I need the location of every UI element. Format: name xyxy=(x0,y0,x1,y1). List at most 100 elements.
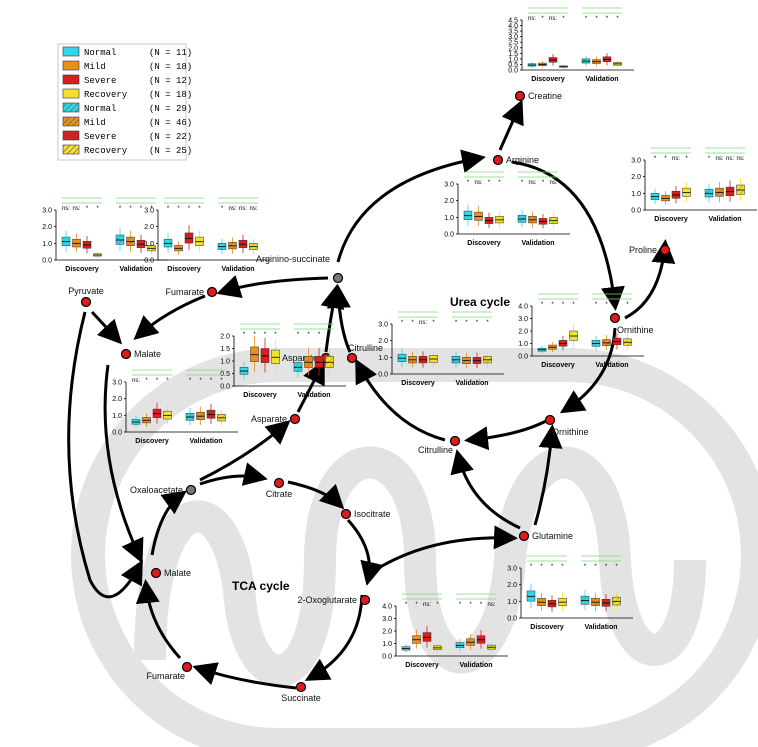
node-marker xyxy=(152,569,161,578)
y-tick-label: 2.0 xyxy=(378,338,388,345)
group-label: Discovery xyxy=(531,76,565,83)
significance-mark: * xyxy=(541,302,544,308)
legend-label: Recovery xyxy=(84,90,128,100)
significance-mark: * xyxy=(595,16,598,22)
legend-count: (N = 12) xyxy=(149,76,192,86)
group-label: Validation xyxy=(521,240,554,247)
node-marker xyxy=(297,683,306,692)
y-tick-label: 0.0 xyxy=(444,232,454,239)
significance-mark: * xyxy=(584,564,587,570)
y-tick-label: 2.0 xyxy=(631,174,641,181)
significance-mark: * xyxy=(401,320,404,326)
significance-mark: ns: xyxy=(726,156,734,162)
significance-mark: * xyxy=(96,206,99,212)
node-label: Fumarate xyxy=(165,287,204,297)
group-label: Discovery xyxy=(654,216,688,223)
significance-mark: * xyxy=(253,332,256,338)
y-tick-label: 3.0 xyxy=(112,380,122,387)
y-tick-label: 0.0 xyxy=(220,384,230,391)
legend-swatch xyxy=(63,47,79,56)
significance-mark: ns: xyxy=(132,378,140,384)
legend-hatch xyxy=(63,117,79,126)
legend-hatch xyxy=(63,131,79,140)
significance-mark: ns: xyxy=(423,602,431,608)
significance-mark: ns: xyxy=(549,16,557,22)
y-tick-label: 4.0 xyxy=(382,604,392,611)
node-marker xyxy=(122,350,131,359)
legend-count: (N = 46) xyxy=(149,118,192,128)
node-pyruvate: Pyruvate xyxy=(68,286,104,307)
y-tick-label: 0.0 xyxy=(112,430,122,437)
arrow-fumarate-to-malate xyxy=(138,296,205,336)
y-tick-label: 0.0 xyxy=(144,258,154,265)
mitochondrion-shape xyxy=(88,365,758,745)
y-tick-label: 1.0 xyxy=(378,355,388,362)
group-label: Discovery xyxy=(243,392,277,399)
y-tick-label: 1.0 xyxy=(518,341,528,348)
significance-mark: * xyxy=(486,320,489,326)
significance-mark: * xyxy=(654,156,657,162)
legend-label: Normal xyxy=(84,48,116,58)
group-label: Validation xyxy=(595,362,628,369)
y-tick-label: 2.0 xyxy=(220,334,230,341)
node-oxoglutarate: 2-Oxoglutarate xyxy=(297,595,369,605)
node-marker xyxy=(661,246,670,255)
y-tick-label: 1.0 xyxy=(507,599,517,606)
legend-hatch xyxy=(63,145,79,154)
node-label: 2-Oxoglutarate xyxy=(297,595,357,605)
significance-mark: * xyxy=(467,180,470,186)
significance-mark: * xyxy=(551,302,554,308)
y-tick-label: 0.0 xyxy=(518,354,528,361)
arrow-ornithine-mito-to-citrulline xyxy=(470,420,548,440)
group-label: Validation xyxy=(119,266,152,273)
arrow-arginine-to-ornithine xyxy=(512,162,615,305)
node-label: Creatine xyxy=(528,91,562,101)
significance-mark: * xyxy=(264,332,267,338)
group-label: Discovery xyxy=(65,266,99,273)
boxplot-arginine: 0.01.02.03.0*ns:**Discovery*ns:*ns:Valid… xyxy=(444,172,570,247)
group-label: Discovery xyxy=(135,438,169,445)
node-marker xyxy=(611,314,620,323)
significance-mark: * xyxy=(469,602,472,608)
significance-mark: * xyxy=(562,302,565,308)
legend-hatch xyxy=(63,103,79,112)
y-tick-label: 3.0 xyxy=(518,316,528,323)
y-tick-label: 2.0 xyxy=(507,582,517,589)
node-label: Malate xyxy=(134,349,161,359)
y-tick-label: 3.0 xyxy=(382,616,392,623)
node-marker xyxy=(361,596,370,605)
significance-mark: * xyxy=(145,378,148,384)
significance-mark: * xyxy=(297,332,300,338)
node-malate-tca: Malate xyxy=(152,568,192,578)
significance-mark: * xyxy=(616,302,619,308)
node-marker xyxy=(82,298,91,307)
group-label: Validation xyxy=(708,216,741,223)
y-tick-label: 0.0 xyxy=(507,616,517,623)
y-tick-label: 2.0 xyxy=(42,224,52,231)
significance-mark: * xyxy=(318,332,321,338)
y-tick-label: 2.0 xyxy=(382,629,392,636)
node-label: Glutamine xyxy=(532,531,573,541)
significance-mark: * xyxy=(476,320,479,326)
node-label: Isocitrate xyxy=(354,509,391,519)
y-tick-label: 0.0 xyxy=(631,208,641,215)
node-marker xyxy=(275,479,284,488)
significance-mark: * xyxy=(221,206,224,212)
significance-mark: * xyxy=(561,564,564,570)
y-tick-label: 4.5 xyxy=(508,18,518,25)
significance-mark: * xyxy=(411,320,414,326)
legend-count: (N = 18) xyxy=(149,90,192,100)
y-tick-label: 4.0 xyxy=(518,304,528,311)
legend-label: Severe xyxy=(84,76,116,86)
node-marker xyxy=(546,416,555,425)
node-marker xyxy=(187,486,196,495)
significance-mark: * xyxy=(328,332,331,338)
legend-count: (N = 22) xyxy=(149,132,192,142)
y-tick-label: 0.0 xyxy=(42,258,52,265)
significance-mark: * xyxy=(594,564,597,570)
y-tick-label: 2.0 xyxy=(518,329,528,336)
y-tick-label: 3.0 xyxy=(631,158,641,165)
node-marker xyxy=(516,92,525,101)
legend-count: (N = 29) xyxy=(149,104,192,114)
